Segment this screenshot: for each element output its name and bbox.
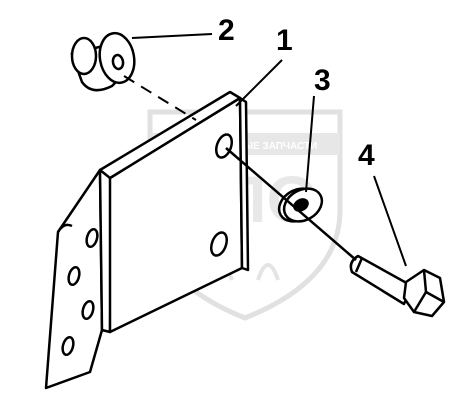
flange-hole-2: [67, 265, 81, 287]
callout-2: 2: [218, 14, 235, 47]
plate-hole-lower: [209, 231, 229, 257]
leader-line-3: [305, 95, 315, 193]
leader-line-2: [131, 33, 213, 39]
assembly-axis-line: [225, 147, 357, 261]
bushing-bore: [111, 53, 125, 71]
plate-hole-upper: [214, 133, 234, 159]
bracket-holes: [61, 133, 234, 357]
bolt-part-4: [349, 254, 446, 318]
callout-3: 3: [314, 64, 331, 97]
alignment-line-bushing: [123, 75, 197, 121]
leader-lines: [131, 33, 407, 267]
callout-4: 4: [358, 139, 375, 172]
bushing-part-2: [70, 31, 136, 92]
flange-hole-3: [81, 299, 95, 321]
leader-line-1: [235, 59, 283, 107]
flange-hole-4: [61, 335, 75, 357]
leader-line-4: [373, 175, 407, 267]
callout-1: 1: [276, 24, 293, 57]
bracket-part-1: [44, 90, 250, 390]
flange-hole-1: [85, 227, 99, 249]
